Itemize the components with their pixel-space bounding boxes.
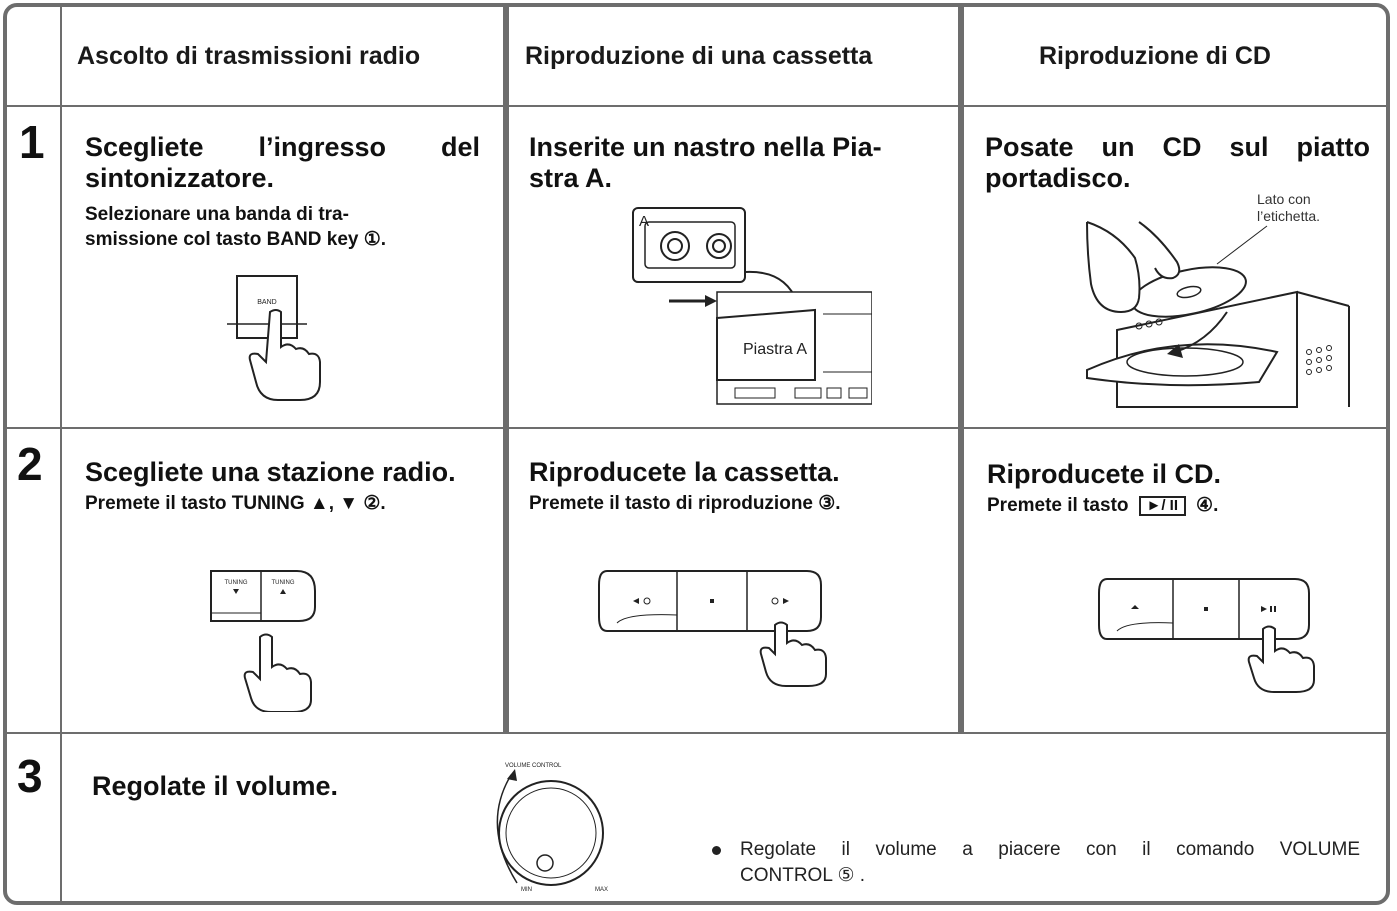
header-cassette: Riproduzione di una cassetta bbox=[525, 41, 873, 70]
cassette-deck-illustration: A Piastra A bbox=[632, 207, 872, 405]
band-key-illustration: BAND bbox=[227, 275, 321, 401]
svg-text:MIN: MIN bbox=[521, 887, 532, 893]
step2-cassette-title: Riproducete la cassetta. bbox=[529, 457, 840, 487]
instruction-table: Ascolto di trasmissioni radio Riproduzio… bbox=[3, 3, 1390, 905]
row-number-1: 1 bbox=[19, 116, 45, 168]
cassette-play-keys-illustration bbox=[598, 570, 827, 687]
divider-col-2 bbox=[958, 7, 964, 732]
step1-cd-title: Posate un CD sul piatto portadisco. bbox=[985, 132, 1370, 193]
step2-cassette-instruction: Premete il tasto di riproduzione ③. bbox=[529, 493, 841, 514]
svg-text:TUNING: TUNING bbox=[225, 580, 248, 586]
svg-text:Piastra A: Piastra A bbox=[743, 341, 807, 358]
divider-number-col bbox=[60, 7, 62, 901]
step2-cd-title: Riproducete il CD. bbox=[987, 459, 1222, 489]
divider-col-1 bbox=[503, 7, 509, 732]
step2-radio-title: Scegliete una stazione radio. bbox=[85, 457, 456, 487]
tuning-keys-illustration: TUNING TUNING bbox=[210, 570, 316, 712]
row-number-2: 2 bbox=[17, 438, 43, 490]
step1-radio-title: Scegliete l’ingresso del sintonizzatore. bbox=[85, 132, 480, 193]
divider-header bbox=[7, 105, 1386, 107]
step3-title: Regolate il volume. bbox=[92, 771, 339, 801]
svg-text:BAND: BAND bbox=[257, 299, 276, 306]
row-number-3: 3 bbox=[17, 750, 43, 802]
svg-text:VOLUME CONTROL: VOLUME CONTROL bbox=[505, 763, 562, 769]
svg-text:TUNING: TUNING bbox=[272, 580, 295, 586]
step1-cassette-title: Inserite un nastro nella Pia- stra A. bbox=[529, 132, 882, 193]
volume-knob-illustration: VOLUME CONTROL MIN MAX bbox=[496, 763, 608, 893]
step3-note: Regolate il volume a piacere con il coma… bbox=[740, 839, 1360, 886]
cd-tray-illustration bbox=[1086, 221, 1350, 408]
cd-label-side-caption: Lato con l’etichetta. bbox=[1257, 191, 1321, 224]
play-pause-key-symbol: ►/ II bbox=[1138, 495, 1187, 516]
cd-play-keys-illustration bbox=[1098, 578, 1315, 693]
header-radio: Ascolto di trasmissioni radio bbox=[77, 41, 421, 70]
divider-row-2 bbox=[7, 732, 1386, 734]
svg-text:A: A bbox=[639, 213, 649, 230]
header-cd: Riproduzione di CD bbox=[1039, 41, 1271, 70]
divider-row-1 bbox=[7, 427, 1386, 429]
note-bullet bbox=[712, 846, 721, 855]
step1-radio-instruction: Selezionare una banda di tra- smissione … bbox=[85, 204, 387, 250]
step2-cd-instruction: Premete il tasto ►/ II ④. bbox=[987, 495, 1219, 516]
svg-text:MAX: MAX bbox=[595, 887, 608, 893]
step2-radio-instruction: Premete il tasto TUNING ▲, ▼ ②. bbox=[85, 493, 386, 514]
